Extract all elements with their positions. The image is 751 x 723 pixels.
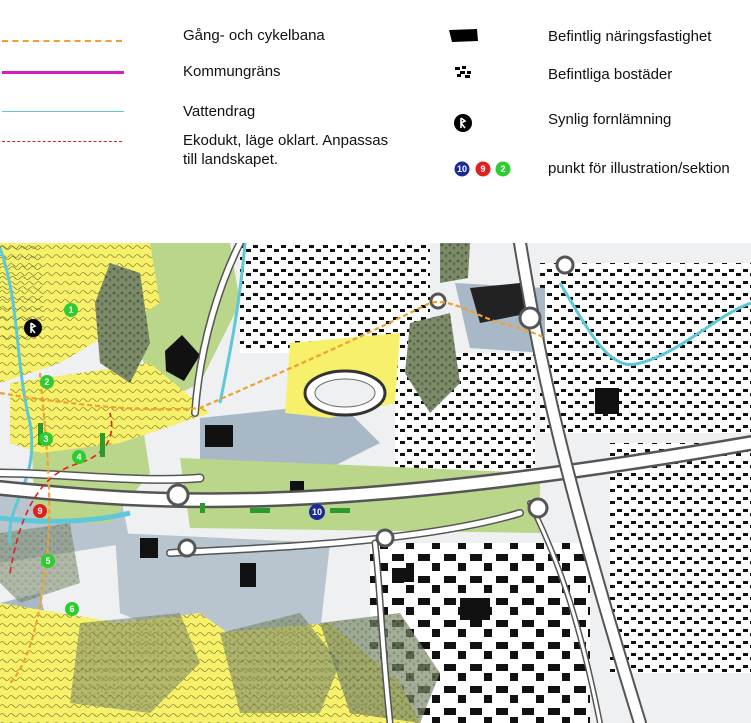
cycle-path bbox=[0, 300, 546, 411]
residential-area-southeast bbox=[610, 443, 751, 673]
residential-area-north bbox=[240, 243, 430, 353]
houses-icon bbox=[455, 66, 471, 78]
residential-area-east bbox=[540, 263, 751, 433]
svg-text:10: 10 bbox=[312, 507, 322, 517]
legend-label-naringsfastighet: Befintlig näringsfastighet bbox=[548, 28, 712, 45]
point-markers-example: 10 9 2 bbox=[454, 161, 511, 177]
legend-label-punkt: punkt för illustration/sektion bbox=[548, 160, 730, 177]
legend-label-kommungrans: Kommungräns bbox=[183, 63, 281, 80]
point-example-2: 2 bbox=[500, 164, 505, 174]
marker-10: 10 bbox=[309, 504, 325, 520]
marker-5: 5 bbox=[41, 554, 55, 568]
marker-6: 6 bbox=[65, 602, 79, 616]
ecoduct-line bbox=[9, 412, 113, 574]
marker-1: 1 bbox=[64, 303, 78, 317]
legend-symbol-kommungrans bbox=[2, 71, 124, 74]
marker-3: 3 bbox=[39, 432, 53, 446]
legend-label-vattendrag: Vattendrag bbox=[183, 103, 256, 120]
marker-2: 2 bbox=[40, 375, 54, 389]
legend-label-ekodukt-line1: Ekodukt, läge oklart. Anpassas bbox=[183, 132, 389, 149]
point-example-9: 9 bbox=[480, 164, 485, 174]
legend-label-bostader: Befintliga bostäder bbox=[548, 66, 673, 83]
map-rune-stone-icon bbox=[24, 319, 42, 337]
legend-label-gang-cykel: Gång- och cykelbana bbox=[183, 27, 325, 44]
building-block-icon bbox=[449, 29, 478, 42]
legend-symbol-ekodukt bbox=[2, 141, 122, 142]
svg-text:1: 1 bbox=[68, 305, 73, 315]
svg-text:4: 4 bbox=[76, 452, 81, 462]
marker-4: 4 bbox=[72, 450, 86, 464]
svg-text:5: 5 bbox=[45, 556, 50, 566]
legend-label-ekodukt-line2: till landskapet. bbox=[183, 151, 279, 168]
rune-stone-icon bbox=[454, 114, 472, 132]
svg-text:3: 3 bbox=[43, 434, 48, 444]
plan-map[interactable]: 1 2 3 4 9 5 6 10 bbox=[0, 243, 751, 723]
legend-label-fornlamning: Synlig fornlämning bbox=[548, 111, 672, 128]
map-legend: Gång- och cykelbana Kommungräns Vattendr… bbox=[0, 0, 751, 243]
marker-9: 9 bbox=[33, 504, 47, 518]
legend-symbol-vattendrag bbox=[2, 111, 124, 112]
point-example-10: 10 bbox=[457, 164, 467, 174]
svg-text:9: 9 bbox=[37, 506, 42, 516]
svg-text:2: 2 bbox=[44, 377, 49, 387]
legend-symbol-gang-cykel bbox=[2, 40, 122, 42]
svg-text:6: 6 bbox=[69, 604, 74, 614]
